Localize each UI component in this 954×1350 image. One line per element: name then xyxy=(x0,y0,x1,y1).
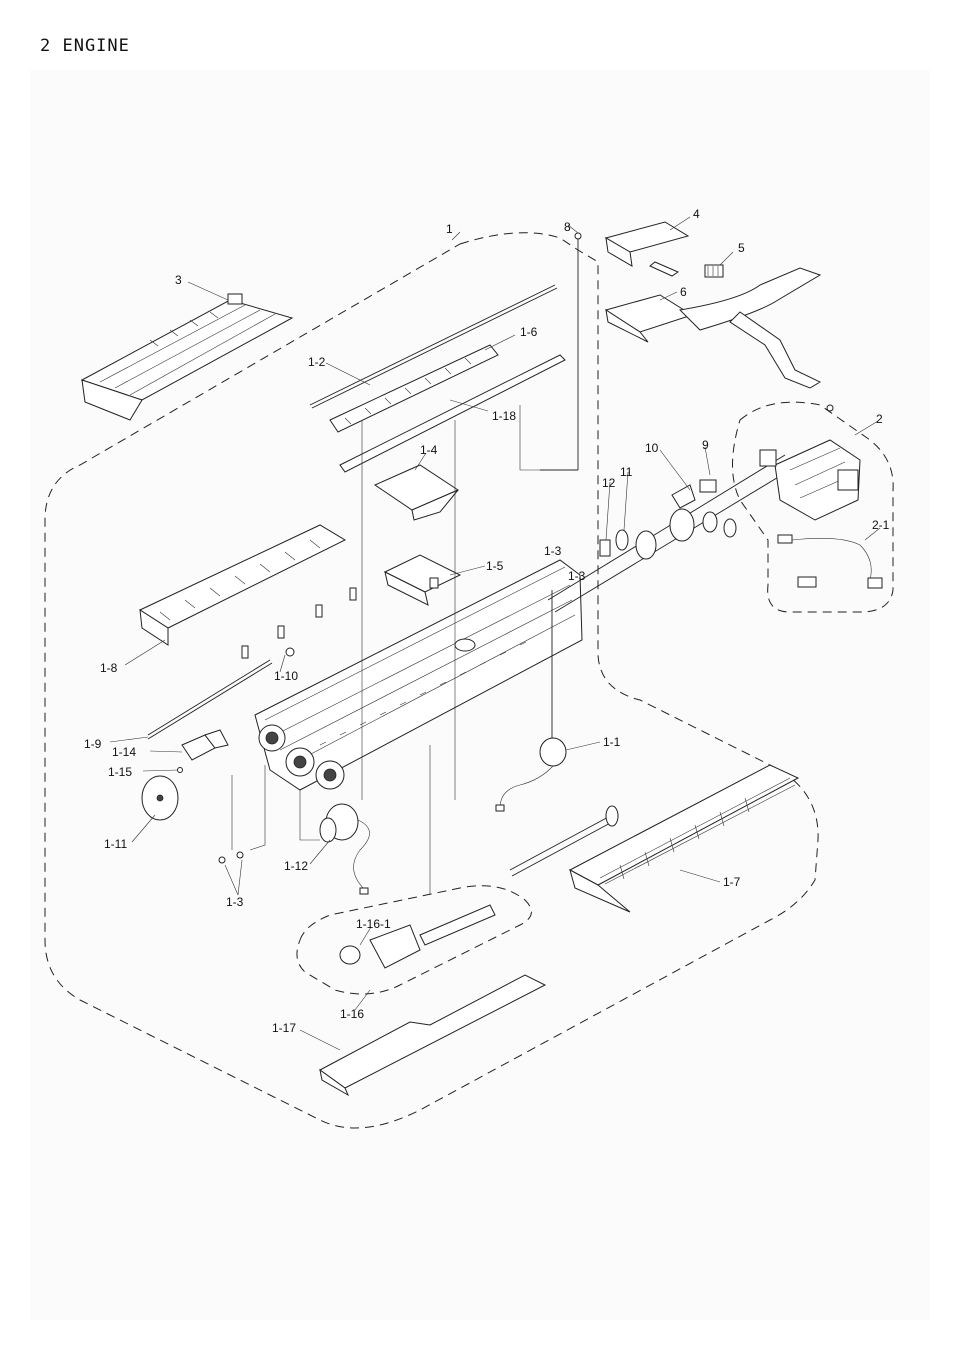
part-1-15-screw xyxy=(177,767,183,773)
callout-1-1: 1-1 xyxy=(603,735,621,749)
part-1-11-encoder-disc xyxy=(141,775,179,821)
shaft-parts-9-12 xyxy=(547,454,791,613)
callout-3: 3 xyxy=(175,273,182,287)
callout-1-11: 1-11 xyxy=(104,837,127,851)
part-1-12-motor xyxy=(319,803,370,895)
part-1-3-screws-lower xyxy=(218,851,244,864)
callout-9: 9 xyxy=(702,438,709,452)
springs xyxy=(241,587,357,659)
callout-10: 10 xyxy=(645,441,659,455)
part-1-18-rod xyxy=(339,354,566,473)
callout-1-3-right: 1-3 xyxy=(568,569,586,583)
callout-1-3-top: 1-3 xyxy=(544,544,562,558)
callout-1-16-1: 1-16-1 xyxy=(356,917,391,931)
callout-1: 1 xyxy=(446,222,453,236)
callout-2-1: 2-1 xyxy=(872,518,890,532)
main-frame xyxy=(254,559,583,791)
callout-1-17: 1-17 xyxy=(272,1021,296,1035)
assembly-1-16-outline xyxy=(296,885,532,995)
part-4-cover xyxy=(604,221,690,277)
part-1-6-head-bracket xyxy=(329,344,499,433)
part-1-4-plate xyxy=(373,464,460,521)
callout-1-15: 1-15 xyxy=(108,765,132,779)
callout-1-2: 1-2 xyxy=(308,355,326,369)
leader-lines xyxy=(109,216,881,1051)
part-1-1-motor xyxy=(495,590,567,812)
callout-6: 6 xyxy=(680,285,687,299)
diagram-background xyxy=(30,70,930,1320)
callout-11: 11 xyxy=(620,465,633,479)
part-1-2-rail xyxy=(309,284,558,409)
callout-8: 8 xyxy=(564,220,571,234)
assembly-1-outline xyxy=(44,232,819,1129)
callout-1-18: 1-18 xyxy=(492,409,516,423)
part-5-clip xyxy=(704,264,724,278)
part-1-16-pickup xyxy=(339,904,496,969)
callout-1-3-bottom: 1-3 xyxy=(226,895,244,909)
callout-4: 4 xyxy=(693,207,700,221)
part-1-17-bottom-plate xyxy=(319,974,547,1097)
callout-5: 5 xyxy=(738,241,745,255)
page-heading: 2 ENGINE xyxy=(40,36,130,56)
part-1-8-guide xyxy=(138,524,347,646)
callout-12: 12 xyxy=(602,476,616,490)
callout-1-7: 1-7 xyxy=(723,875,741,889)
callout-1-4: 1-4 xyxy=(420,443,438,457)
roller-shaft xyxy=(509,805,619,877)
part-6-flat-cable-board xyxy=(604,267,834,412)
part-1-7-paper-feed xyxy=(568,764,800,913)
callout-1-8: 1-8 xyxy=(100,661,118,675)
assembly-2-outline xyxy=(732,401,894,613)
callout-1-16: 1-16 xyxy=(340,1007,364,1021)
callout-1-12: 1-12 xyxy=(284,859,308,873)
part-1-9-rod xyxy=(147,659,273,740)
callout-1-10: 1-10 xyxy=(274,669,298,683)
callout-1-5: 1-5 xyxy=(486,559,504,573)
callout-1-6: 1-6 xyxy=(520,325,538,339)
part-2-1-cable xyxy=(777,534,883,589)
callout-1-9: 1-9 xyxy=(84,737,102,751)
callout-2: 2 xyxy=(876,412,883,426)
part-3-paper-guide xyxy=(80,293,294,421)
part-1-14-sensor xyxy=(181,729,229,761)
part-1-5-holder xyxy=(383,554,462,606)
callout-1-14: 1-14 xyxy=(112,745,136,759)
part-2-gear-unit xyxy=(759,439,861,521)
